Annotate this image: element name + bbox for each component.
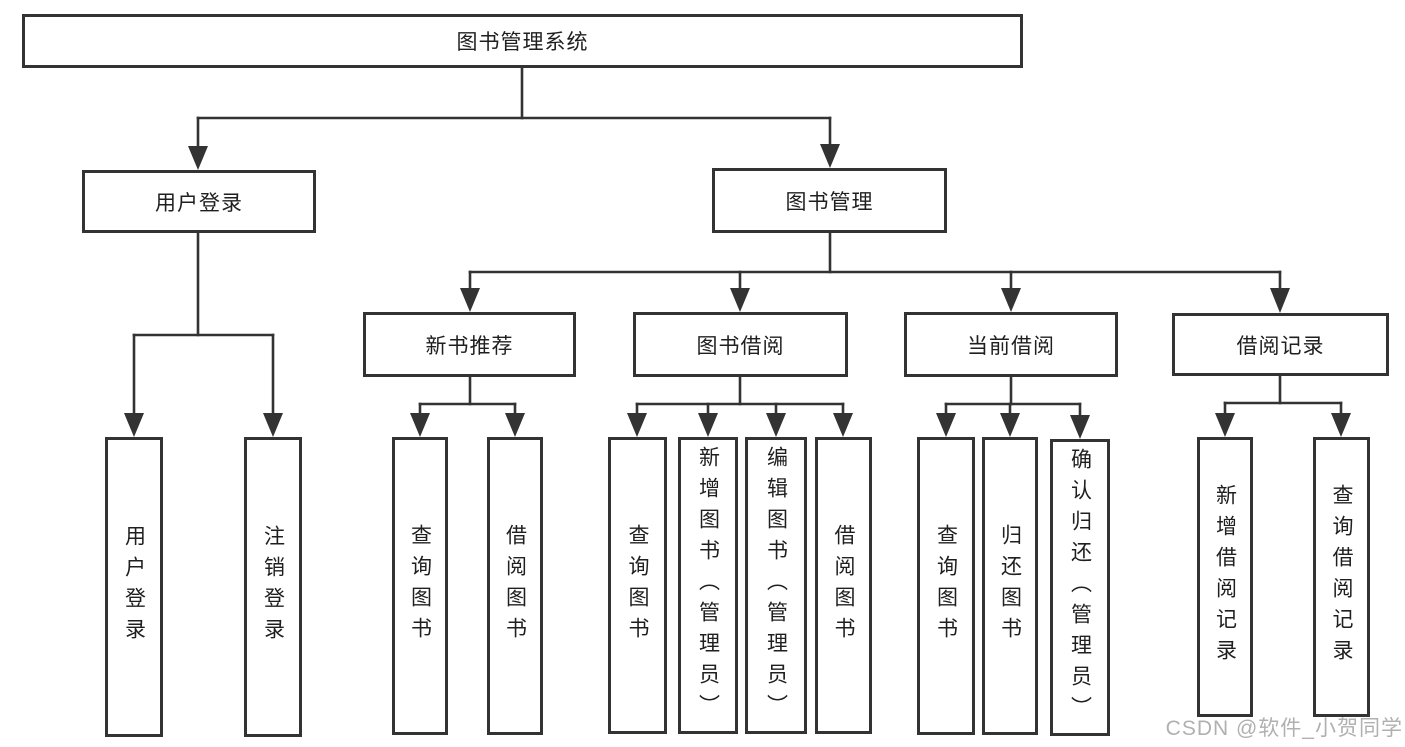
node-new-book-recommend-label: 新书推荐 [425, 334, 514, 358]
leaf-query-books-borrowing: 查询图书 [608, 437, 667, 734]
leaf-add-books-admin: 新增图书（管理员） [678, 437, 738, 734]
leaf-edit-books-admin: 编辑图书（管理员） [745, 437, 807, 734]
leaf-borrow-books-borrowing: 借阅图书 [815, 437, 872, 734]
node-borrowing-records-label: 借阅记录 [1236, 334, 1325, 358]
leaf-logout-label: 注销登录 [261, 525, 285, 649]
csdn-watermark: CSDN @软件_小贺同学 [1165, 717, 1403, 740]
node-user-login-label: 用户登录 [155, 191, 243, 215]
leaf-add-borrow-record: 新增借阅记录 [1197, 437, 1253, 717]
node-book-borrowing-label: 图书借阅 [696, 334, 785, 358]
node-root-label: 图书管理系统 [456, 31, 589, 54]
leaf-query-borrow-record: 查询借阅记录 [1313, 437, 1370, 717]
leaf-edit-books-admin-label: 编辑图书（管理员） [764, 446, 788, 725]
leaf-borrow-books-recommend-label: 借阅图书 [503, 524, 527, 648]
node-book-management: 图书管理 [712, 168, 947, 233]
connector-current-borrowing-to-leaves [936, 375, 1090, 439]
leaf-query-books-current-label: 查询图书 [934, 524, 958, 648]
leaf-query-books-recommend-label: 查询图书 [408, 524, 432, 648]
leaf-add-books-admin-label: 新增图书（管理员） [696, 446, 720, 725]
connector-book-management-to-level3 [460, 230, 1290, 313]
node-root: 图书管理系统 [22, 14, 1023, 68]
node-new-book-recommend: 新书推荐 [363, 312, 576, 377]
leaf-user-login-label: 用户登录 [122, 525, 146, 649]
connector-borrowing-records-to-leaves [1215, 374, 1351, 437]
leaf-query-books-recommend: 查询图书 [392, 437, 448, 735]
leaf-return-books: 归还图书 [982, 437, 1038, 735]
leaf-query-books-borrowing-label: 查询图书 [626, 523, 649, 648]
connector-new-book-recommend-to-leaves [410, 375, 525, 437]
connector-user-login-to-leaves [124, 231, 283, 437]
node-current-borrowing: 当前借阅 [904, 312, 1118, 377]
node-book-management-label: 图书管理 [785, 190, 874, 214]
leaf-confirm-return-admin-label: 确认归还（管理员） [1068, 448, 1092, 727]
leaf-add-borrow-record-label: 新增借阅记录 [1213, 484, 1237, 670]
leaf-confirm-return-admin: 确认归还（管理员） [1050, 439, 1110, 736]
node-current-borrowing-label: 当前借阅 [967, 334, 1055, 358]
node-book-borrowing: 图书借阅 [633, 312, 848, 377]
leaf-borrow-books-recommend: 借阅图书 [487, 437, 543, 735]
node-borrowing-records: 借阅记录 [1172, 313, 1389, 376]
leaf-user-login: 用户登录 [105, 437, 163, 737]
leaf-return-books-label: 归还图书 [998, 524, 1022, 648]
leaf-borrow-books-borrowing-label: 借阅图书 [832, 523, 855, 648]
connector-root-to-level2 [188, 66, 840, 170]
leaf-query-borrow-record-label: 查询借阅记录 [1330, 484, 1353, 670]
leaf-query-books-current: 查询图书 [917, 437, 975, 735]
leaf-logout: 注销登录 [244, 437, 302, 737]
node-user-login: 用户登录 [82, 170, 316, 233]
connector-book-borrowing-to-leaves [627, 375, 853, 437]
